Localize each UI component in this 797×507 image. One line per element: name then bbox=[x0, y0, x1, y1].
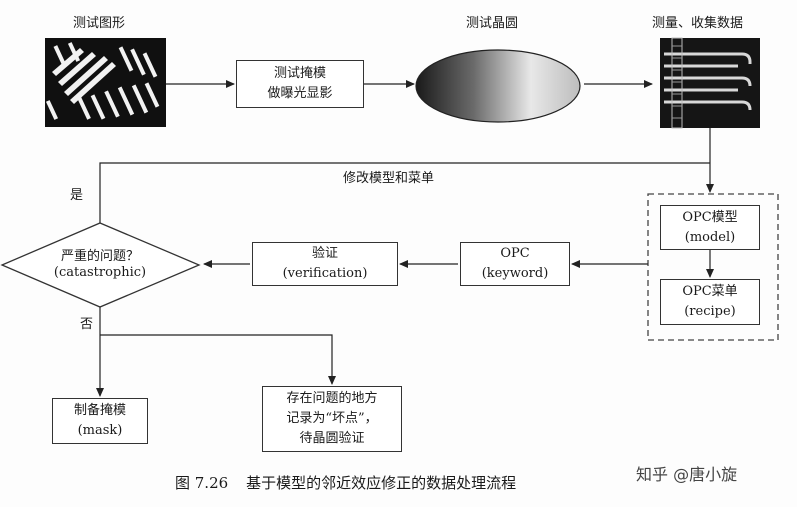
caption-number: 图 7.26 bbox=[175, 474, 229, 492]
test-mask-line2: 做曝光显影 bbox=[267, 86, 333, 101]
decision-text: 严重的问题？ (catastrophic) bbox=[30, 249, 170, 281]
verification-line1: 验证 bbox=[311, 246, 338, 261]
opc-recipe-box: OPC菜单 (recipe) bbox=[660, 279, 760, 325]
test-pattern-image bbox=[45, 38, 166, 127]
test-wafer-label: 测试晶圆 bbox=[466, 16, 519, 31]
caption-text: 基于模型的邻近效应修正的数据处理流程 bbox=[246, 474, 517, 492]
arrow-decision-to-hotspot bbox=[100, 334, 336, 385]
opc-model-line2: (model) bbox=[684, 229, 736, 245]
decision-line1: 严重的问题？ bbox=[60, 249, 139, 264]
opc-group-frame bbox=[647, 193, 779, 341]
opc-model-line1: OPC模型 bbox=[682, 209, 738, 225]
verification-line2: (verification) bbox=[282, 266, 368, 281]
verification-box: 验证 (verification) bbox=[252, 242, 398, 286]
opc-model-box: OPC模型 (model) bbox=[660, 205, 760, 250]
decision-line2: (catastrophic) bbox=[53, 265, 147, 280]
opc-line1: OPC bbox=[500, 246, 530, 261]
opc-keyword-box: OPC (keyword) bbox=[460, 242, 570, 286]
watermark-text: 知乎 @唐小旋 bbox=[636, 465, 738, 484]
hotspot-line2: 记录为“坏点”， bbox=[286, 411, 378, 426]
mask-line1: 制备掩模 bbox=[73, 403, 126, 418]
opc-recipe-line2: (recipe) bbox=[684, 304, 736, 319]
opc-line2: (keyword) bbox=[481, 266, 549, 281]
hotspot-line1: 存在问题的地方 bbox=[286, 391, 378, 406]
mask-line2: (mask) bbox=[77, 423, 123, 438]
hotspot-record-box: 存在问题的地方 记录为“坏点”， 待晶圆验证 bbox=[262, 386, 402, 452]
figure-caption: 图 7.26 基于模型的邻近效应修正的数据处理流程 bbox=[175, 472, 516, 493]
opc-recipe-line1: OPC菜单 bbox=[682, 284, 738, 299]
modify-model-recipe-label: 修改模型和菜单 bbox=[343, 171, 435, 186]
measurement-image bbox=[660, 37, 760, 129]
test-mask-exposure-box: 测试掩模 做曝光显影 bbox=[236, 60, 364, 108]
mask-box: 制备掩模 (mask) bbox=[52, 398, 148, 444]
test-pattern-label: 测试图形 bbox=[73, 16, 126, 31]
loop-line-yes bbox=[99, 162, 710, 223]
yes-label: 是 bbox=[70, 188, 84, 203]
wafer-image bbox=[415, 49, 581, 123]
hotspot-line3: 待晶圆验证 bbox=[299, 431, 365, 446]
no-label: 否 bbox=[80, 317, 94, 332]
measure-label: 测量、收集数据 bbox=[652, 16, 744, 31]
test-mask-line1: 测试掩模 bbox=[273, 66, 326, 81]
